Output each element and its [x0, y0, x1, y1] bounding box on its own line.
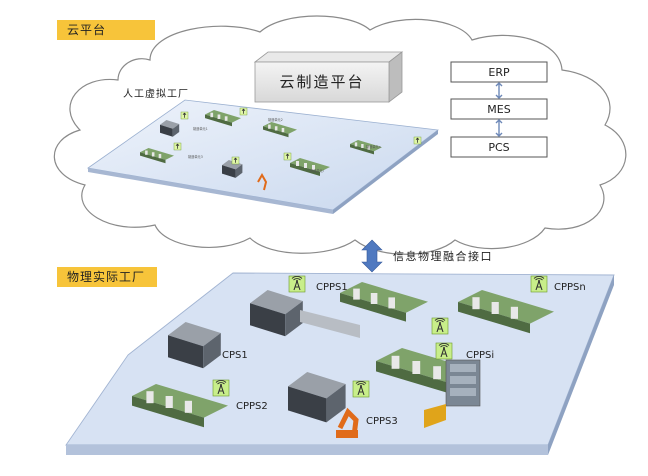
wireless-tower-icon — [435, 342, 453, 360]
virtual-cell-label: 制造单元2 — [268, 117, 283, 122]
wireless-tower-icon — [212, 379, 230, 397]
cpps1-label: CPPS1 — [316, 282, 348, 293]
up-arrow-marker-icon — [239, 107, 248, 116]
cppsi-label: CPPSi — [466, 350, 494, 361]
pcs-label: PCS — [488, 141, 509, 154]
cpps3-label: CPPS3 — [366, 416, 398, 427]
up-arrow-marker-icon — [413, 136, 422, 145]
wireless-tower-icon — [530, 275, 548, 293]
cps1-label: CPS1 — [222, 350, 248, 361]
double-arrow-icon — [495, 119, 503, 137]
wireless-tower-icon — [352, 380, 370, 398]
virtual-cell-label: 制造单元n — [366, 144, 381, 149]
cloud-platform-tag: 云平台 — [57, 20, 155, 40]
physical-factory-tag: 物理实际工厂 — [57, 267, 157, 287]
erp-label: ERP — [488, 66, 510, 79]
up-arrow-marker-icon — [283, 152, 292, 161]
cloud-platform-title: 云制造平台 — [279, 73, 364, 91]
interface-label: 信息物理融合接口 — [393, 249, 493, 263]
cyber-physical-interface-arrow — [361, 239, 383, 273]
wireless-tower-icon — [431, 317, 449, 335]
pcs-box — [450, 136, 548, 158]
mes-label: MES — [487, 103, 510, 116]
up-arrow-marker-icon — [231, 156, 240, 165]
virtual-cell-label: 制造单元i — [310, 168, 324, 173]
wireless-tower-icon — [288, 275, 306, 293]
cppsn-label: CPPSn — [554, 282, 586, 293]
up-arrow-marker-icon — [173, 142, 182, 151]
cloud-manufacturing-platform-box: 云制造平台 — [253, 51, 404, 103]
erp-box — [450, 61, 548, 83]
physical-factory-platform — [65, 272, 615, 455]
virtual-factory-label: 人工虚拟工厂 — [123, 87, 189, 100]
cpps2-label: CPPS2 — [236, 401, 268, 412]
system-stack: ERP MES PCS — [450, 61, 548, 158]
virtual-factory-platform: 制造单元1 制造单元2 制造单元3 制造单元i 制造单元n — [86, 99, 440, 214]
mes-box — [450, 98, 548, 120]
virtual-cell-label: 制造单元3 — [188, 154, 203, 159]
double-arrow-icon — [495, 82, 503, 99]
virtual-cell-label: 制造单元1 — [193, 126, 208, 131]
up-arrow-marker-icon — [180, 111, 189, 120]
